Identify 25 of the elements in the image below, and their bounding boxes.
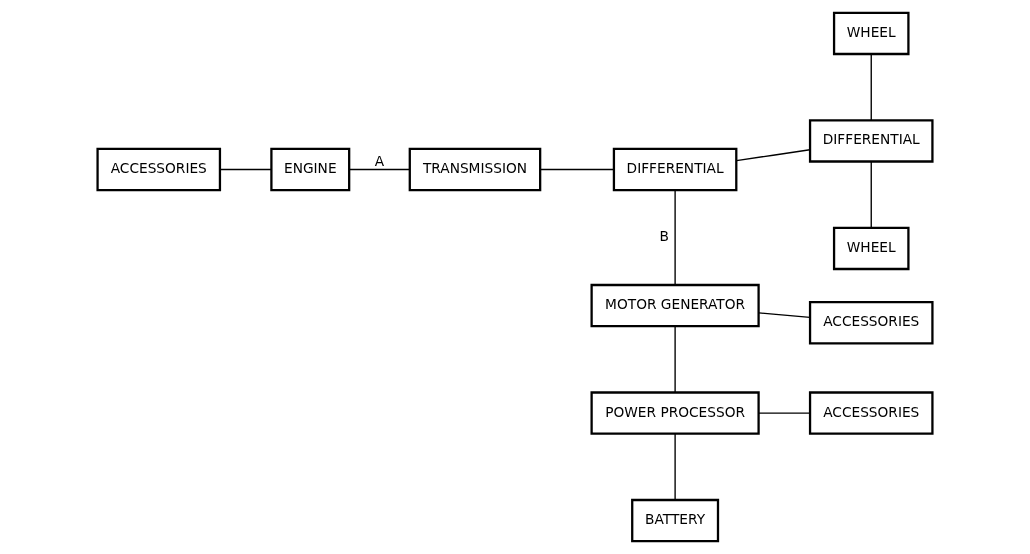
connector [870, 160, 872, 229]
connector [674, 325, 676, 393]
connector [539, 168, 615, 171]
edge-label: A [374, 152, 385, 169]
connector [870, 53, 872, 121]
node-box: WHEEL [832, 11, 910, 56]
node-box: WHEEL [832, 226, 910, 271]
connector [758, 312, 811, 319]
connector [674, 189, 676, 286]
connector [735, 149, 811, 162]
node-box: BATTERY [631, 498, 720, 543]
node-box: ACCESSORIES [808, 391, 934, 435]
node-box: ACCESSORIES [808, 301, 934, 345]
node-box: DIFFERENTIAL [808, 119, 934, 163]
connector [348, 168, 411, 171]
connector [219, 168, 273, 171]
node-box: TRANSMISSION [408, 147, 542, 192]
node-box: DIFFERENTIAL [612, 147, 738, 192]
edge-label: B [659, 228, 669, 245]
node-box: ENGINE [270, 147, 351, 192]
node-box: MOTOR GENERATOR [590, 283, 760, 328]
connector [674, 433, 676, 501]
connector [758, 412, 811, 414]
node-box: ACCESSORIES [96, 147, 222, 192]
node-box: POWER PROCESSOR [590, 391, 760, 435]
